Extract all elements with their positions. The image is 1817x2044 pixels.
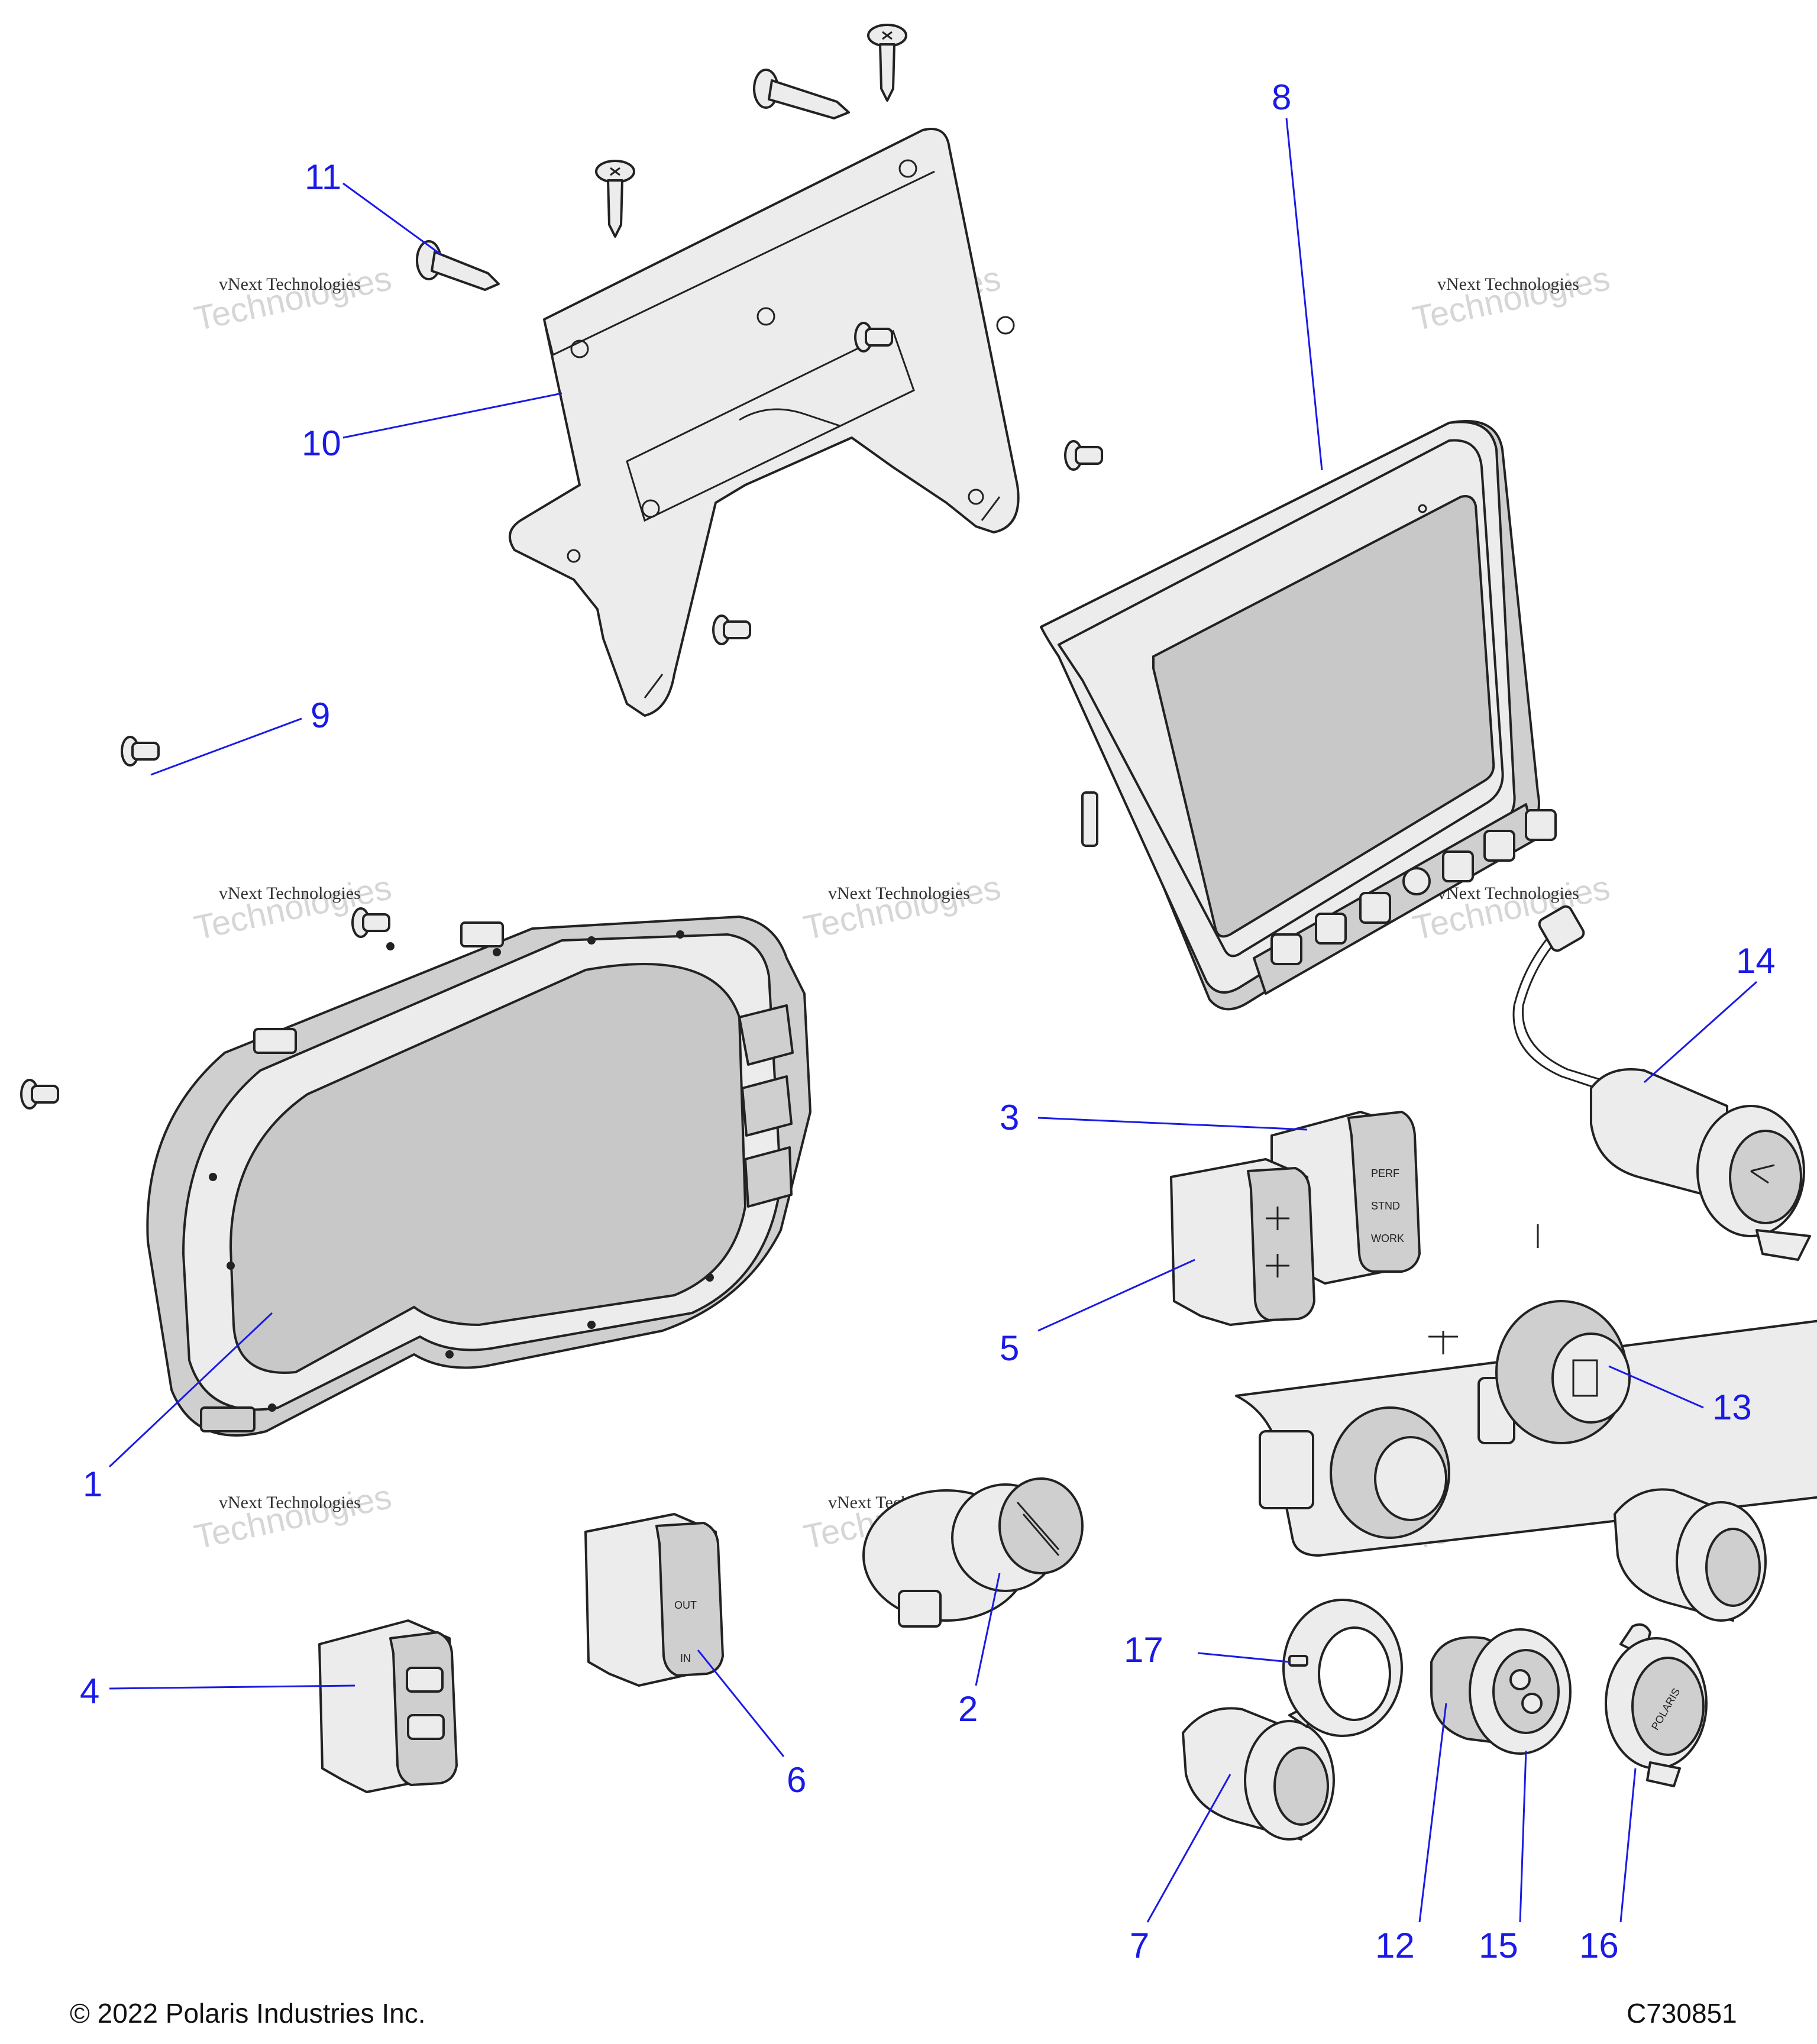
callout-8: 8 [1272, 77, 1291, 117]
small-bolt [712, 615, 751, 645]
callout-9: 9 [311, 696, 330, 735]
leader-line-12 [1418, 1703, 1447, 1923]
leader-line-6 [697, 1650, 785, 1757]
display-screen [1152, 495, 1495, 938]
watermark-large: Technologies [1409, 259, 1614, 338]
gauge-cluster [146, 916, 811, 1437]
leader-line-9 [150, 717, 302, 776]
leader-line-5 [1037, 1259, 1195, 1332]
watermark: Technologies vNext Technologies [191, 259, 395, 338]
watermark: Technologies vNext Technologies [191, 1477, 395, 1557]
watermark-large: Technologies [800, 868, 1004, 947]
leader-line-10 [342, 392, 562, 439]
callout-15: 15 [1479, 1926, 1518, 1965]
leader-line-8 [1285, 118, 1323, 471]
leader-lines [108, 118, 1758, 1923]
callout-10: 10 [302, 423, 341, 463]
leader-line-1 [108, 1312, 273, 1468]
copyright-notice: © 2022 Polaris Industries Inc. [70, 1998, 426, 2029]
callout-2: 2 [958, 1689, 978, 1729]
callout-13: 13 [1712, 1388, 1752, 1427]
outlet-cap: POLARIS [1605, 1623, 1708, 1787]
callout-5: 5 [1000, 1328, 1019, 1368]
leader-line-14 [1643, 981, 1758, 1084]
winch-label-out: OUT [674, 1599, 697, 1611]
torx-screw [867, 24, 907, 102]
callout-11: 11 [305, 157, 341, 197]
power-outlet-spare [1614, 1488, 1767, 1622]
callout-14: 14 [1736, 941, 1776, 981]
small-bolt [854, 322, 893, 352]
display-button [1442, 850, 1474, 882]
watermark-large: Technologies [191, 259, 395, 338]
watermark-small: vNext Technologies [828, 884, 970, 903]
display-button-row [1253, 803, 1557, 995]
display-button [1483, 830, 1515, 862]
small-bolt [121, 736, 160, 767]
light-switch [318, 1619, 458, 1793]
display-button [1525, 809, 1557, 841]
mode-label-work: WORK [1371, 1233, 1404, 1244]
callout-6: 6 [787, 1760, 806, 1800]
callout-4: 4 [80, 1671, 99, 1711]
display-button [1270, 933, 1302, 965]
mounting-bracket [509, 128, 1020, 717]
leader-line-3 [1037, 1117, 1308, 1131]
small-bolt [20, 1079, 59, 1110]
small-bolt [1064, 440, 1103, 471]
display-button [1315, 913, 1347, 945]
watermark-large: Technologies [191, 1477, 395, 1557]
display-unit [1040, 420, 1557, 1011]
winch-label-in: IN [680, 1652, 691, 1664]
drive-switch [1170, 1158, 1315, 1326]
figure-code: C730851 [1627, 1998, 1737, 2029]
leader-line-13 [1608, 1365, 1704, 1409]
winch-switch: OUT IN [584, 1513, 724, 1687]
display-button [1359, 892, 1391, 924]
callout-17: 17 [1124, 1630, 1163, 1670]
push-rivet [753, 69, 850, 119]
leader-line-15 [1519, 1750, 1527, 1923]
ignition-switch [862, 1477, 1084, 1628]
callout-16: 16 [1579, 1926, 1619, 1965]
watermark-small: vNext Technologies [219, 884, 361, 903]
watermark-small: vNext Technologies [219, 274, 361, 294]
watermark: Technologies vNext Technologies [800, 868, 1004, 947]
usb-port-with-cable [1512, 905, 1811, 1261]
lock-ring [1282, 1599, 1403, 1737]
leader-line-2 [975, 1573, 1001, 1686]
leader-line-4 [109, 1684, 355, 1690]
callout-12: 12 [1375, 1926, 1415, 1965]
callout-7: 7 [1130, 1926, 1149, 1965]
usb-port [1430, 1628, 1572, 1755]
push-rivet [416, 240, 500, 291]
mode-label-perf: PERF [1371, 1167, 1399, 1179]
leader-line-11 [342, 182, 441, 256]
leader-line-7 [1146, 1774, 1231, 1923]
watermark-small: vNext Technologies [1437, 274, 1579, 294]
mode-label-stnd: STND [1371, 1200, 1400, 1212]
watermark: Technologies vNext Technologies [1409, 259, 1614, 338]
callout-3: 3 [1000, 1098, 1019, 1137]
gauge-display-window [229, 963, 747, 1374]
display-knob [1402, 867, 1431, 895]
watermark-small: vNext Technologies [219, 1493, 361, 1512]
small-bolt [351, 907, 390, 938]
watermark-small: vNext Technologies [1437, 884, 1579, 903]
callouts: 1 2 3 4 5 6 7 8 9 10 11 12 13 14 15 16 1… [80, 77, 1776, 1965]
leader-line-17 [1197, 1652, 1290, 1663]
leader-line-16 [1619, 1768, 1637, 1923]
torx-screw [595, 160, 635, 238]
callout-1: 1 [83, 1464, 102, 1504]
